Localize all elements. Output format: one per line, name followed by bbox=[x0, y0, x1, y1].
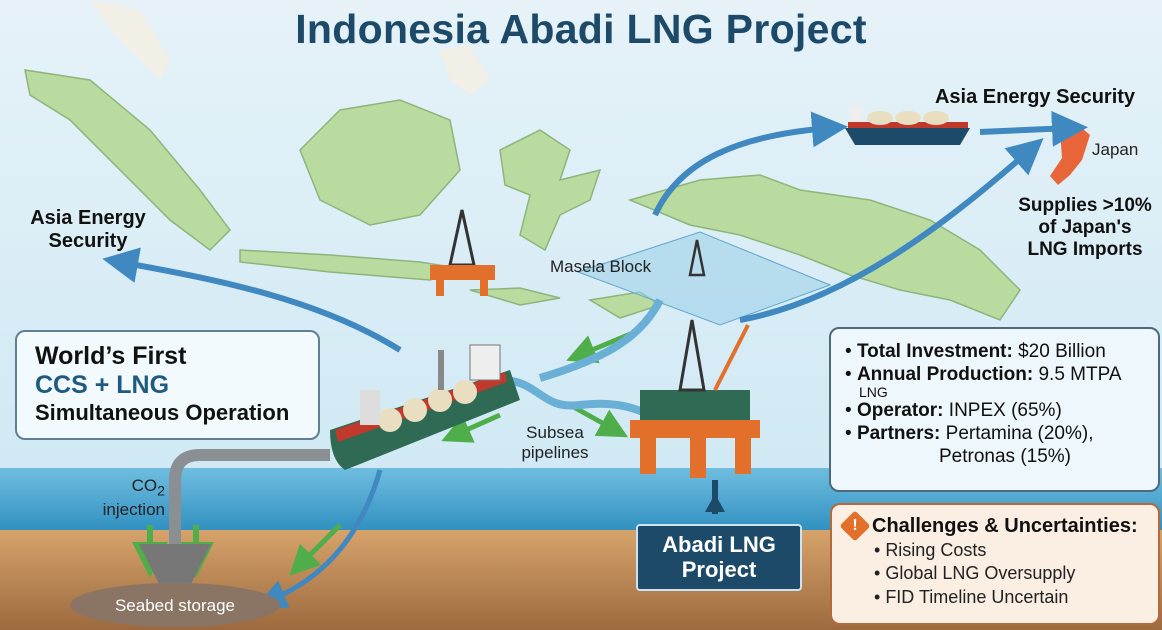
masela-block-area bbox=[576, 231, 832, 326]
fact-investment: • Total Investment: $20 Billion bbox=[845, 341, 1106, 362]
small-platform bbox=[430, 209, 495, 296]
masela-rig-icon bbox=[688, 239, 706, 277]
japan-arrow bbox=[979, 110, 1088, 147]
label-line: Security bbox=[48, 230, 128, 252]
abadi-platform bbox=[630, 319, 760, 478]
japan-label: Japan bbox=[1092, 140, 1139, 159]
fact-value: Pertamina (20%), bbox=[945, 423, 1094, 445]
project-facts-box: • Total Investment: $20 Billion • Annual… bbox=[829, 327, 1160, 492]
subsea-pipeline bbox=[538, 298, 664, 382]
export-arrow bbox=[652, 111, 848, 217]
asia-arrow bbox=[102, 247, 402, 353]
page-title: Indonesia Abadi LNG Project bbox=[295, 6, 867, 52]
ccs-lng-callout: World’s First CCS + LNG Simultaneous Ope… bbox=[15, 330, 320, 440]
callout-line-3: Simultaneous Operation bbox=[35, 400, 290, 425]
co2-text: CO bbox=[131, 476, 158, 495]
co2-subscript: 2 bbox=[157, 483, 165, 500]
callout-line-2: CCS + LNG bbox=[35, 371, 170, 399]
supplies-line: of Japan's bbox=[1038, 216, 1132, 238]
fact-extra: LNG bbox=[859, 383, 888, 400]
lng-carrier bbox=[845, 105, 970, 145]
seabed-storage-label: Seabed storage bbox=[114, 596, 236, 615]
warning-icon: ! bbox=[839, 510, 871, 542]
fact-production: • Annual Production: 9.5 MTPA bbox=[845, 363, 1122, 385]
fact-operator: • Operator: INPEX (65%) bbox=[845, 400, 1062, 422]
challenge-text: Global LNG Oversupply bbox=[885, 563, 1076, 584]
land-northern bbox=[90, 0, 490, 95]
fact-value: 9.5 MTPA bbox=[1038, 363, 1122, 385]
callout-line-1: World’s First bbox=[35, 342, 187, 370]
supplies-line: Supplies >10% bbox=[1018, 195, 1152, 216]
seabed-storage-area bbox=[70, 583, 280, 627]
fact-key: Operator: bbox=[856, 400, 944, 422]
label-line: pipelines bbox=[521, 442, 589, 462]
fact-key: Partners: bbox=[856, 423, 941, 445]
supply-arrow bbox=[739, 138, 1044, 323]
abadi-lng-project-label: Abadi LNG Project bbox=[636, 524, 802, 591]
challenges-box: !Challenges & Uncertainties: • Rising Co… bbox=[830, 503, 1160, 625]
green-arrow bbox=[289, 523, 342, 576]
green-arrow bbox=[441, 412, 502, 443]
fact-value: $20 Billion bbox=[1018, 341, 1106, 362]
challenge-item: • FID Timeline Uncertain bbox=[874, 586, 1069, 607]
challenge-text: Rising Costs bbox=[885, 540, 987, 560]
challenge-item: • Global LNG Oversupply bbox=[874, 563, 1076, 584]
fact-extra: Petronas (15%) bbox=[939, 445, 1072, 467]
label-line: Asia Energy bbox=[30, 207, 146, 229]
asia-energy-security-left: Asia Energy Security bbox=[18, 207, 158, 253]
co2-pipe bbox=[139, 449, 330, 616]
masela-block-label: Masela Block bbox=[550, 257, 652, 276]
challenges-title: Challenges & Uncertainties: bbox=[872, 515, 1138, 537]
abadi-line-1: Abadi LNG bbox=[662, 532, 776, 557]
supplies-line: LNG Imports bbox=[1027, 238, 1143, 260]
subsea-pipelines-label: Subsea pipelines bbox=[510, 423, 600, 462]
label-line: Subsea bbox=[526, 423, 584, 442]
storage-arrow bbox=[256, 469, 383, 609]
flng-vessel bbox=[330, 344, 520, 470]
abadi-line-2: Project bbox=[681, 557, 757, 583]
supplies-label: Supplies >10% of Japan's LNG Imports bbox=[1000, 195, 1162, 261]
fact-key: Annual Production: bbox=[856, 363, 1034, 385]
fact-partners: • Partners: Pertamina (20%), bbox=[845, 423, 1094, 445]
challenge-text: FID Timeline Uncertain bbox=[885, 586, 1069, 607]
challenge-item: • Rising Costs bbox=[874, 540, 987, 560]
co2-injection-label: CO2 injection bbox=[80, 476, 165, 519]
fact-key: Total Investment: bbox=[856, 341, 1013, 362]
fact-value: INPEX (65%) bbox=[948, 400, 1062, 422]
asia-energy-security-right: Asia Energy Security bbox=[934, 86, 1136, 108]
injection-text: injection bbox=[102, 499, 165, 519]
